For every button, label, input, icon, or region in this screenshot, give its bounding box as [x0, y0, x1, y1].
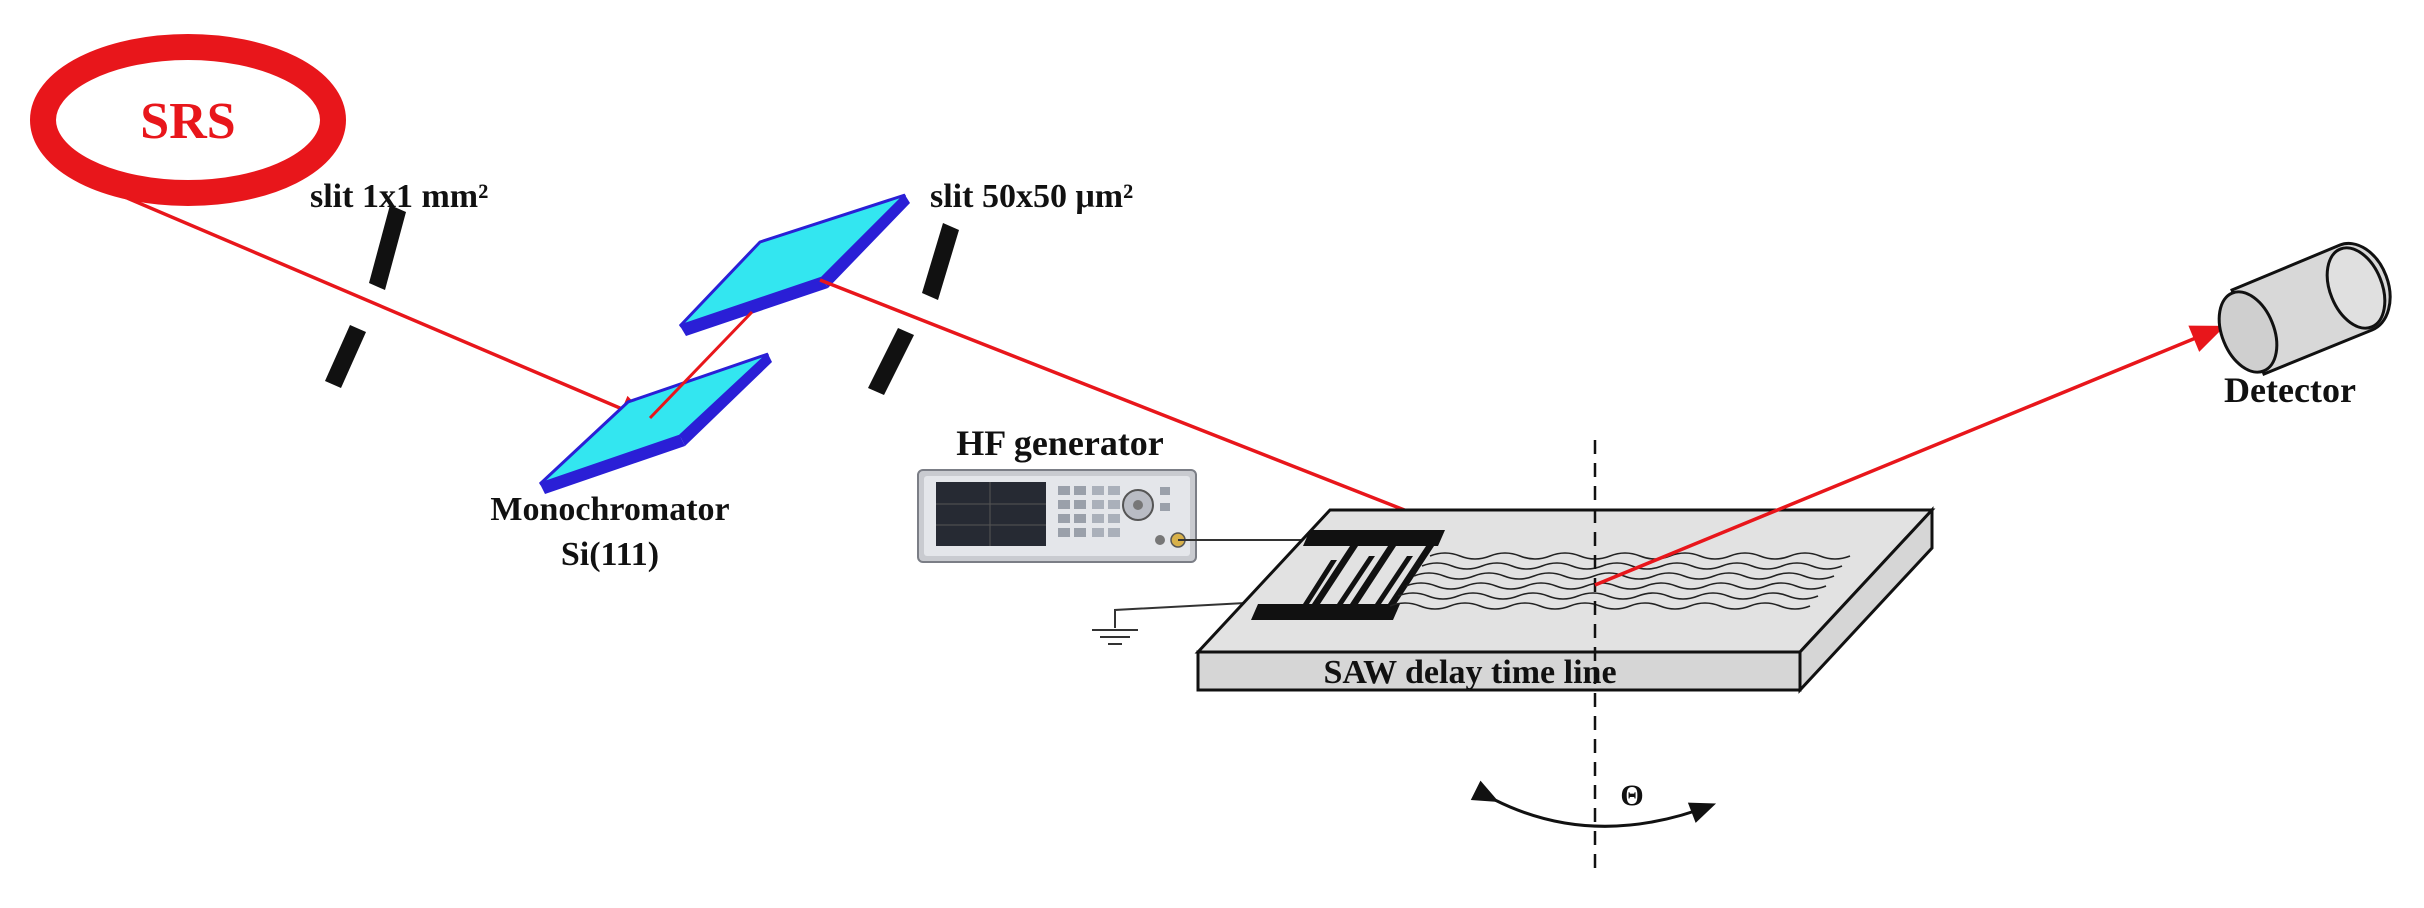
rotation-arrow-icon: Θ: [1470, 779, 1717, 828]
crystal-upper-side: [822, 195, 910, 288]
srs-source: SRS: [30, 34, 346, 206]
crystal-upper-face: [678, 193, 907, 328]
monochromator-label-line2: Si(111): [561, 536, 659, 573]
saw-delay-line: SAW delay time line: [1194, 506, 1936, 694]
crystal-lower-side: [680, 354, 772, 446]
beam-incident: [119, 193, 654, 423]
slit-1-label: slit 1x1 mm²: [310, 178, 488, 215]
theta-label: Θ: [1620, 779, 1643, 812]
beam-monochromator: [648, 310, 754, 420]
hf-generator-icon: [917, 469, 1197, 563]
slit-2-upper-jaw: [922, 223, 959, 300]
crystal-lower-face: [538, 352, 770, 486]
crystal-lower-edge: [540, 436, 685, 494]
detector-label: Detector: [2224, 370, 2356, 410]
monochromator-crystal-upper: [678, 193, 910, 336]
slit-1-lower-jaw: [325, 325, 366, 388]
hf-generator: HF generator: [917, 423, 1197, 563]
detector-cylinder-icon: [2217, 241, 2392, 376]
srs-ring: [30, 34, 346, 206]
ground-cable: [1114, 599, 1301, 628]
slit-1-upper-jaw: [369, 205, 406, 290]
crystal-upper-edge: [680, 278, 828, 336]
slit-2-lower-jaw: [868, 328, 914, 395]
monochromator-label-line1: Monochromator: [490, 491, 729, 528]
interdigital-transducer-icon: [1251, 530, 1445, 620]
slit-2: slit 50x50 μm²: [868, 178, 1133, 395]
srs-label: SRS: [140, 93, 235, 150]
slit-2-label: slit 50x50 μm²: [930, 178, 1133, 215]
surface-acoustic-waves: [1389, 552, 1851, 610]
hf-generator-label: HF generator: [956, 423, 1164, 463]
beam-diffracted: [1594, 325, 2226, 587]
saw-label: SAW delay time line: [1323, 654, 1616, 691]
saw-side-face: [1798, 506, 1934, 694]
ground-symbol-icon: [1092, 629, 1138, 645]
monochromator-crystal-lower: [538, 352, 772, 494]
slit-1: slit 1x1 mm²: [310, 178, 488, 388]
detector: Detector: [2217, 241, 2392, 410]
